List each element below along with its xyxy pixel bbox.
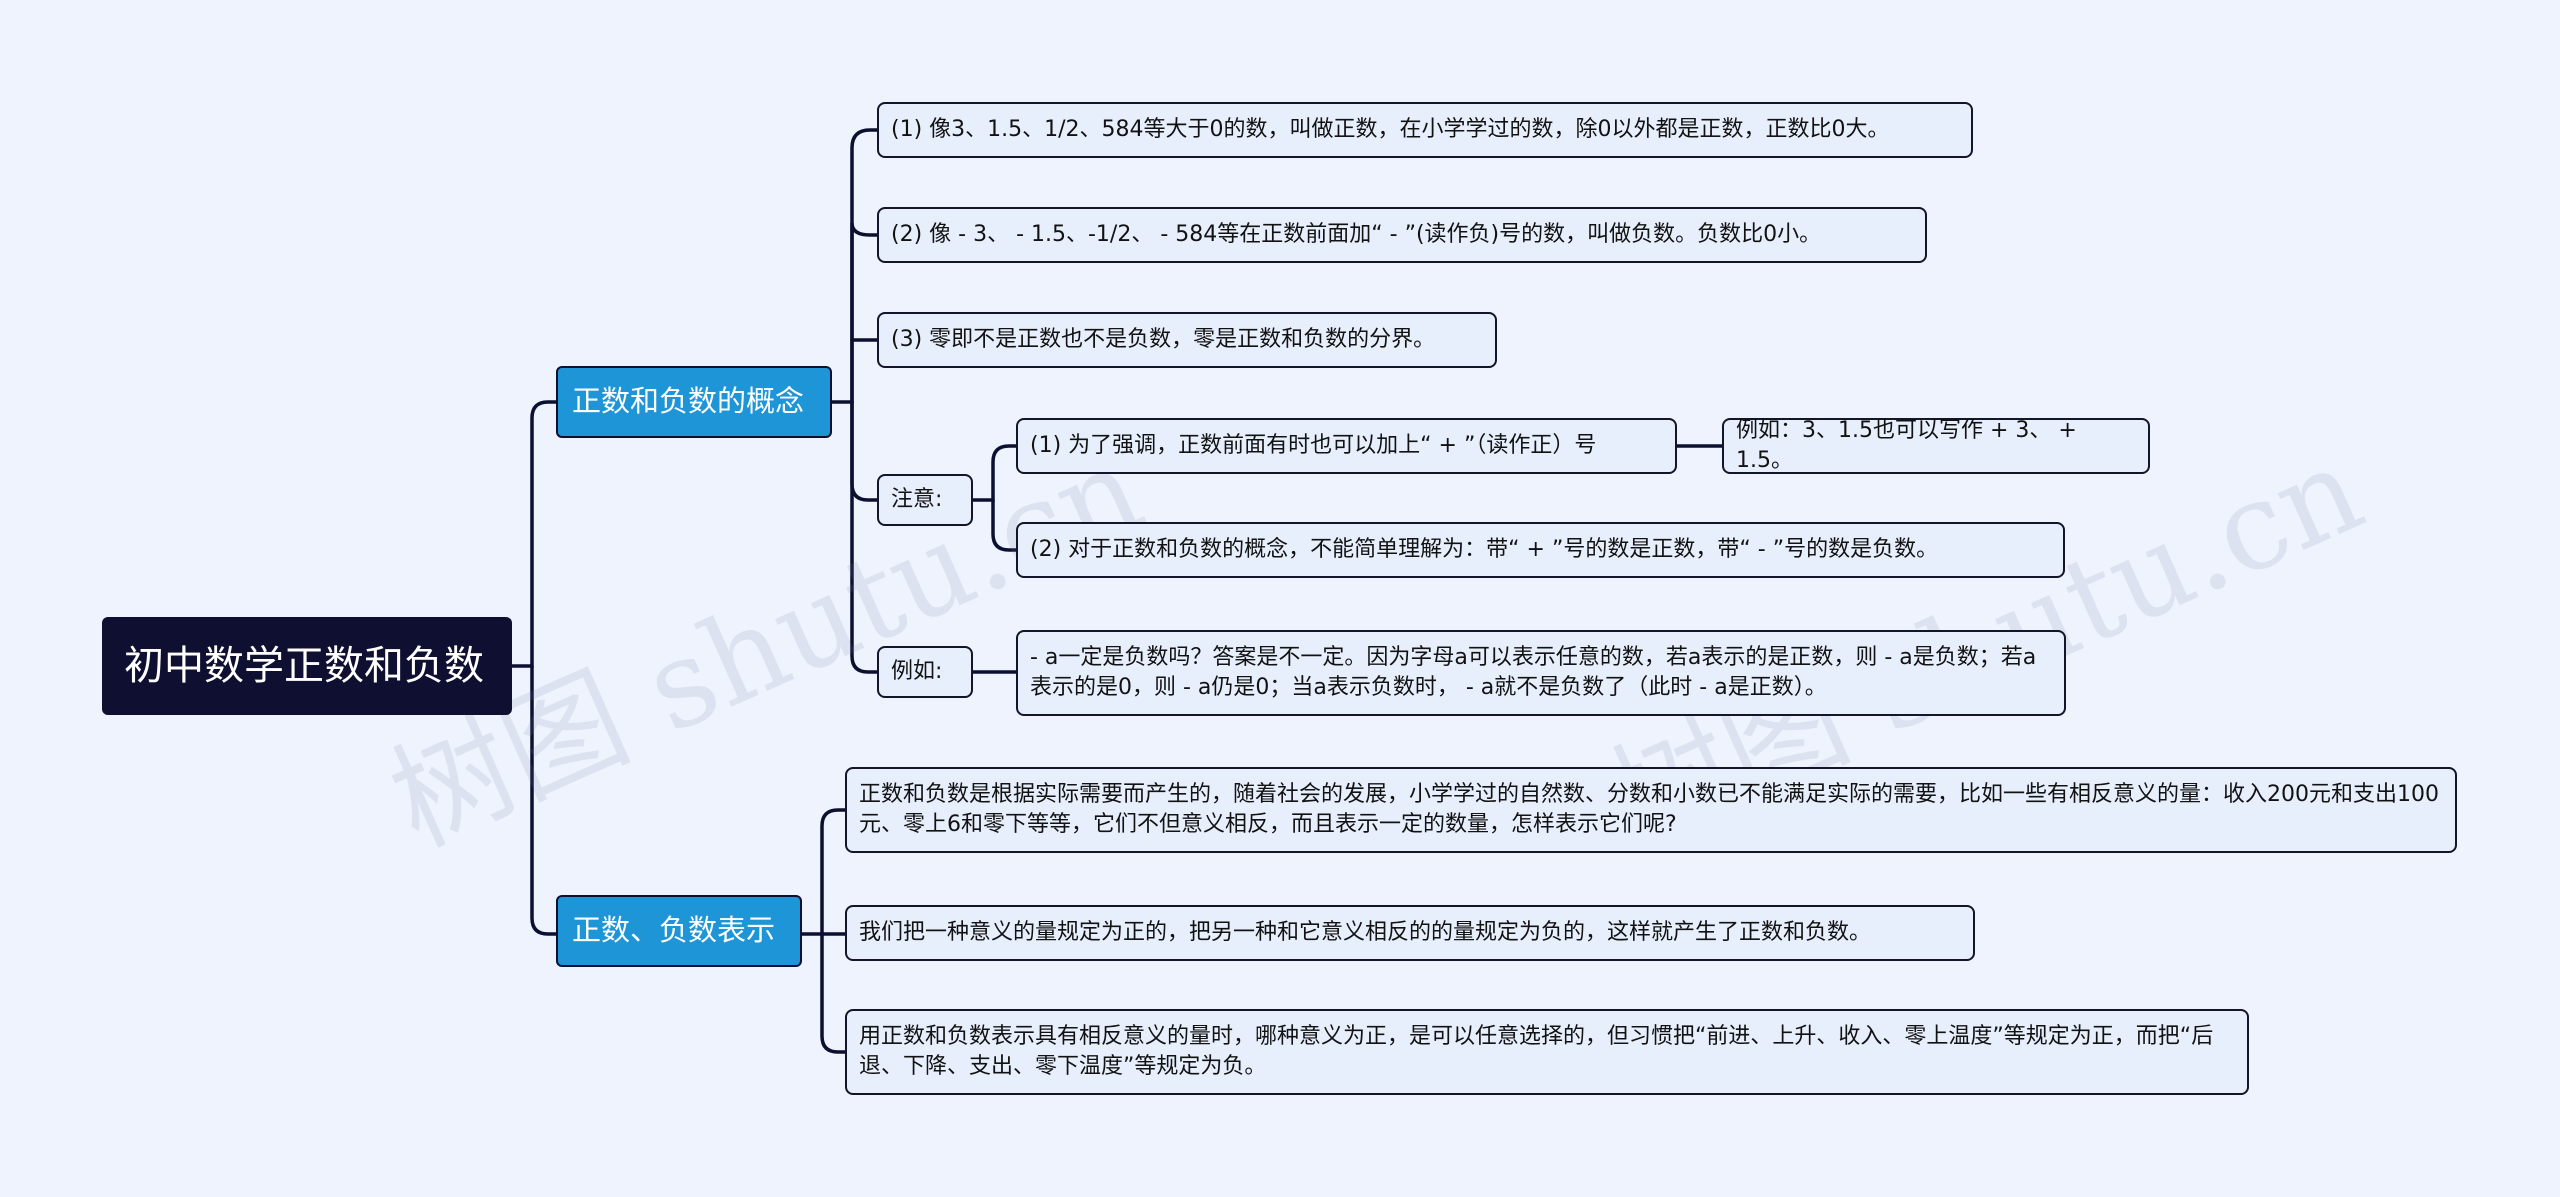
representation-item-definition[interactable]: 我们把一种意义的量规定为正的，把另一种和它意义相反的的量规定为负的，这样就产生了… — [845, 905, 1975, 961]
note-example[interactable]: 例如：3、1.5也可以写作 + 3、 + 1.5。 — [1722, 418, 2150, 474]
branch-concept[interactable]: 正数和负数的概念 — [556, 366, 832, 438]
representation-item-origin[interactable]: 正数和负数是根据实际需要而产生的，随着社会的发展，小学学过的自然数、分数和小数已… — [845, 767, 2457, 853]
note-item-caution[interactable]: (2) 对于正数和负数的概念，不能简单理解为：带“ + ”号的数是正数，带“ -… — [1016, 522, 2065, 578]
root-node[interactable]: 初中数学正数和负数 — [102, 617, 512, 715]
concept-item-negative[interactable]: (2) 像 - 3、 - 1.5、-1/2、 - 584等在正数前面加“ - ”… — [877, 207, 1927, 263]
representation-item-convention[interactable]: 用正数和负数表示具有相反意义的量时，哪种意义为正，是可以任意选择的，但习惯把“前… — [845, 1009, 2249, 1095]
branch-representation[interactable]: 正数、负数表示 — [556, 895, 802, 967]
example-text[interactable]: - a一定是负数吗？答案是不一定。因为字母a可以表示任意的数，若a表示的是正数，… — [1016, 630, 2066, 716]
note-label[interactable]: 注意: — [877, 474, 973, 526]
concept-item-positive[interactable]: (1) 像3、1.5、1/2、584等大于0的数，叫做正数，在小学学过的数，除0… — [877, 102, 1973, 158]
example-label[interactable]: 例如: — [877, 646, 973, 698]
note-item-emphasis[interactable]: (1) 为了强调，正数前面有时也可以加上“ + ”（读作正）号 — [1016, 418, 1677, 474]
concept-item-zero[interactable]: (3) 零即不是正数也不是负数，零是正数和负数的分界。 — [877, 312, 1497, 368]
